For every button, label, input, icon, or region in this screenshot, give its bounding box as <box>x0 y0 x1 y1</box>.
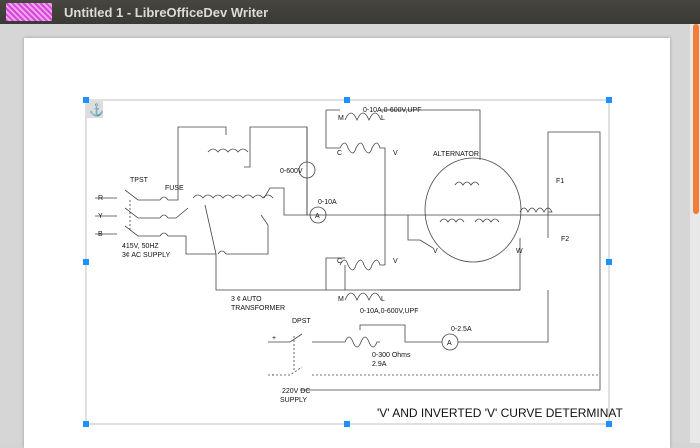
document-page[interactable] <box>24 38 670 448</box>
label: FUSE <box>165 185 184 192</box>
label: 3 ¢ AUTO <box>231 296 262 303</box>
vertical-scrollbar[interactable] <box>690 24 700 443</box>
label: V <box>393 258 398 265</box>
label: C <box>337 258 342 265</box>
diagram-caption: 'V' AND INVERTED 'V' CURVE DETERMINAT <box>377 406 624 420</box>
label: 0-10A <box>318 199 337 206</box>
window-title: Untitled 1 - LibreOfficeDev Writer <box>64 4 269 20</box>
label: R <box>98 195 103 202</box>
label: 0-10A,0-600V,UPF <box>360 308 419 315</box>
label: L <box>381 296 385 303</box>
label: 415V, 50HZ <box>122 243 159 250</box>
scrollbar-thumb[interactable] <box>693 24 699 214</box>
label: F2 <box>561 236 569 243</box>
label: 0-600V <box>280 168 303 175</box>
label: C <box>337 150 342 157</box>
label: M <box>338 115 344 122</box>
label: 0-2.5A <box>451 326 472 333</box>
label: B <box>98 231 103 238</box>
label: + <box>272 335 276 342</box>
app-icon <box>6 3 52 21</box>
label: ALTERNATOR <box>433 151 479 158</box>
label: TRANSFORMER <box>231 305 285 312</box>
label: 0-300 Ohms <box>372 352 411 359</box>
title-bar: Untitled 1 - LibreOfficeDev Writer <box>0 0 700 24</box>
svg-text:⚓: ⚓ <box>89 103 104 117</box>
label: SUPPLY <box>280 397 307 404</box>
label: 2.9A <box>372 361 387 368</box>
label: TPST <box>130 177 149 184</box>
anchor-icon[interactable] <box>86 101 103 118</box>
label: F1 <box>556 178 564 185</box>
label: V <box>433 248 438 255</box>
label: V <box>393 150 398 157</box>
label: 220V DC <box>282 388 310 395</box>
label: A <box>315 213 320 220</box>
label: Y <box>98 213 103 220</box>
label: A <box>447 340 452 347</box>
label: DPST <box>292 318 311 325</box>
label: 3¢ AC SUPPLY <box>122 252 170 259</box>
label: 0-10A,0-600V,UPF <box>363 107 422 114</box>
label: W <box>516 248 523 255</box>
selection-handles[interactable] <box>83 97 612 427</box>
label: M <box>338 296 344 303</box>
label: - <box>272 372 275 379</box>
label: L <box>381 115 385 122</box>
